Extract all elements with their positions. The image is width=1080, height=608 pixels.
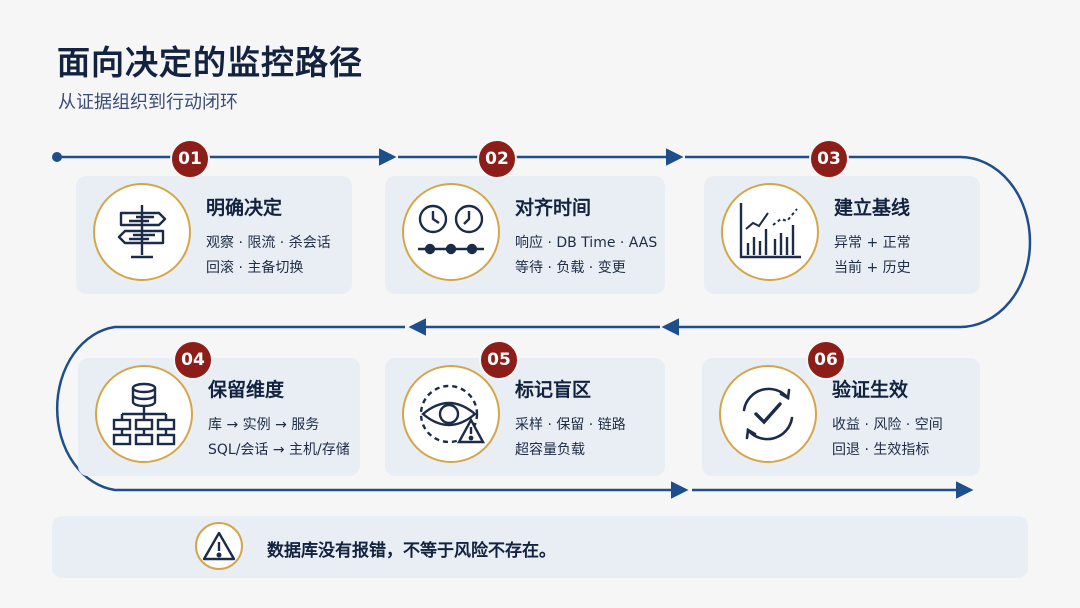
step-card-4: 保留维度 库 → 实例 → 服务 SQL/会话 → 主机/存储 (78, 358, 360, 476)
flow-arrow-3 (661, 155, 1032, 336)
step-name: 保留维度 (208, 379, 285, 401)
clocks-timeline-icon (402, 183, 500, 281)
step-badge-4: 04 (173, 340, 213, 380)
page-subtitle: 从证据组织到行动闭环 (58, 92, 238, 113)
step-badge-3: 03 (809, 139, 849, 179)
warning-triangle-icon (195, 522, 243, 570)
step-desc-line1: 异常 + 正常 (834, 235, 911, 251)
step-name: 标记盲区 (515, 379, 592, 401)
database-hierarchy-icon (95, 365, 193, 463)
step-desc-line1: 收益 · 风险 · 空间 (832, 417, 943, 433)
step-desc-line2: 当前 + 历史 (834, 260, 911, 276)
step-desc-line1: 响应 · DB Time · AAS (515, 235, 658, 251)
step-card-2: 对齐时间 响应 · DB Time · AAS 等待 · 负载 · 变更 (385, 176, 665, 294)
step-desc-line2: SQL/会话 → 主机/存储 (208, 442, 350, 458)
step-desc-line2: 超容量负载 (515, 442, 585, 458)
page-title: 面向决定的监控路径 (57, 43, 363, 82)
step-desc-line1: 观察 · 限流 · 杀会话 (206, 235, 331, 251)
warning-note: 数据库没有报错，不等于风险不存在。 (52, 516, 1028, 578)
step-name: 对齐时间 (515, 197, 592, 219)
cycle-check-icon (719, 365, 817, 463)
flow-arrow-5 (55, 325, 689, 499)
step-card-5: 标记盲区 采样 · 保留 · 链路 超容量负载 (385, 358, 665, 476)
step-badge-6: 06 (806, 340, 846, 380)
step-badge-2: 02 (477, 139, 517, 179)
signpost-icon (93, 183, 191, 281)
step-desc-line1: 库 → 实例 → 服务 (208, 417, 320, 433)
step-desc-line2: 回滚 · 主备切换 (206, 260, 304, 276)
step-name: 明确决定 (206, 197, 283, 219)
step-desc-line1: 采样 · 保留 · 链路 (515, 417, 626, 433)
step-card-1: 明确决定 观察 · 限流 · 杀会话 回滚 · 主备切换 (76, 176, 352, 294)
eye-warning-icon (402, 365, 500, 463)
step-badge-5: 05 (479, 340, 519, 380)
step-desc-line2: 回退 · 生效指标 (832, 442, 930, 458)
step-card-6: 验证生效 收益 · 风险 · 空间 回退 · 生效指标 (702, 358, 980, 476)
warning-note-text: 数据库没有报错，不等于风险不存在。 (267, 541, 556, 561)
step-desc-line2: 等待 · 负载 · 变更 (515, 260, 626, 276)
step-card-3: 建立基线 异常 + 正常 当前 + 历史 (704, 176, 980, 294)
baseline-chart-icon (721, 183, 819, 281)
step-badge-1: 01 (170, 139, 210, 179)
step-name: 验证生效 (832, 379, 909, 401)
step-name: 建立基线 (834, 197, 911, 219)
